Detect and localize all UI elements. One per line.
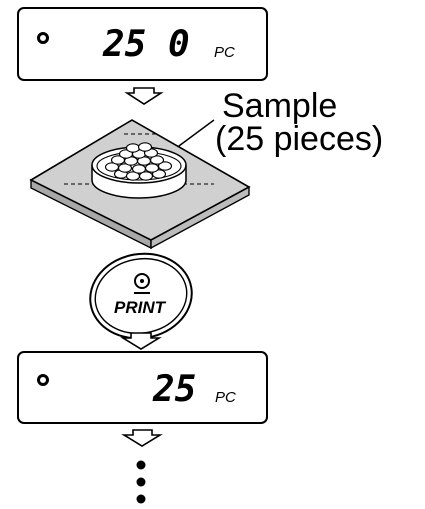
- dot-3: [136, 494, 146, 504]
- down-arrow-3: [121, 429, 163, 447]
- sample-label-line2: (25 pieces): [215, 120, 383, 158]
- display-top-digits: 25 0: [102, 24, 190, 65]
- weighing-pan: [29, 119, 251, 250]
- display-bottom: 25 PC: [17, 351, 268, 424]
- stable-indicator-bottom: [37, 374, 49, 386]
- display-top: 25 0 PC: [17, 7, 268, 81]
- stable-indicator-top: [37, 32, 49, 44]
- down-arrow-2: [120, 332, 162, 350]
- display-bottom-frame: [17, 351, 268, 424]
- display-bottom-unit: PC: [215, 389, 236, 406]
- sample-label: Sample (25 pieces): [159, 87, 383, 161]
- print-key-label: PRINT: [114, 298, 167, 317]
- target-icon: [134, 273, 150, 294]
- sample-label-line1: Sample: [222, 87, 337, 125]
- print-key[interactable]: PRINT: [83, 246, 198, 346]
- down-arrow-1: [124, 87, 164, 105]
- display-bottom-digits: 25: [152, 369, 196, 410]
- display-top-frame: [17, 7, 268, 81]
- sample-pieces: [104, 142, 173, 181]
- display-top-unit: PC: [214, 44, 235, 61]
- dot-1: [136, 460, 146, 470]
- dot-2: [136, 477, 146, 487]
- continuation-dots: [136, 460, 146, 504]
